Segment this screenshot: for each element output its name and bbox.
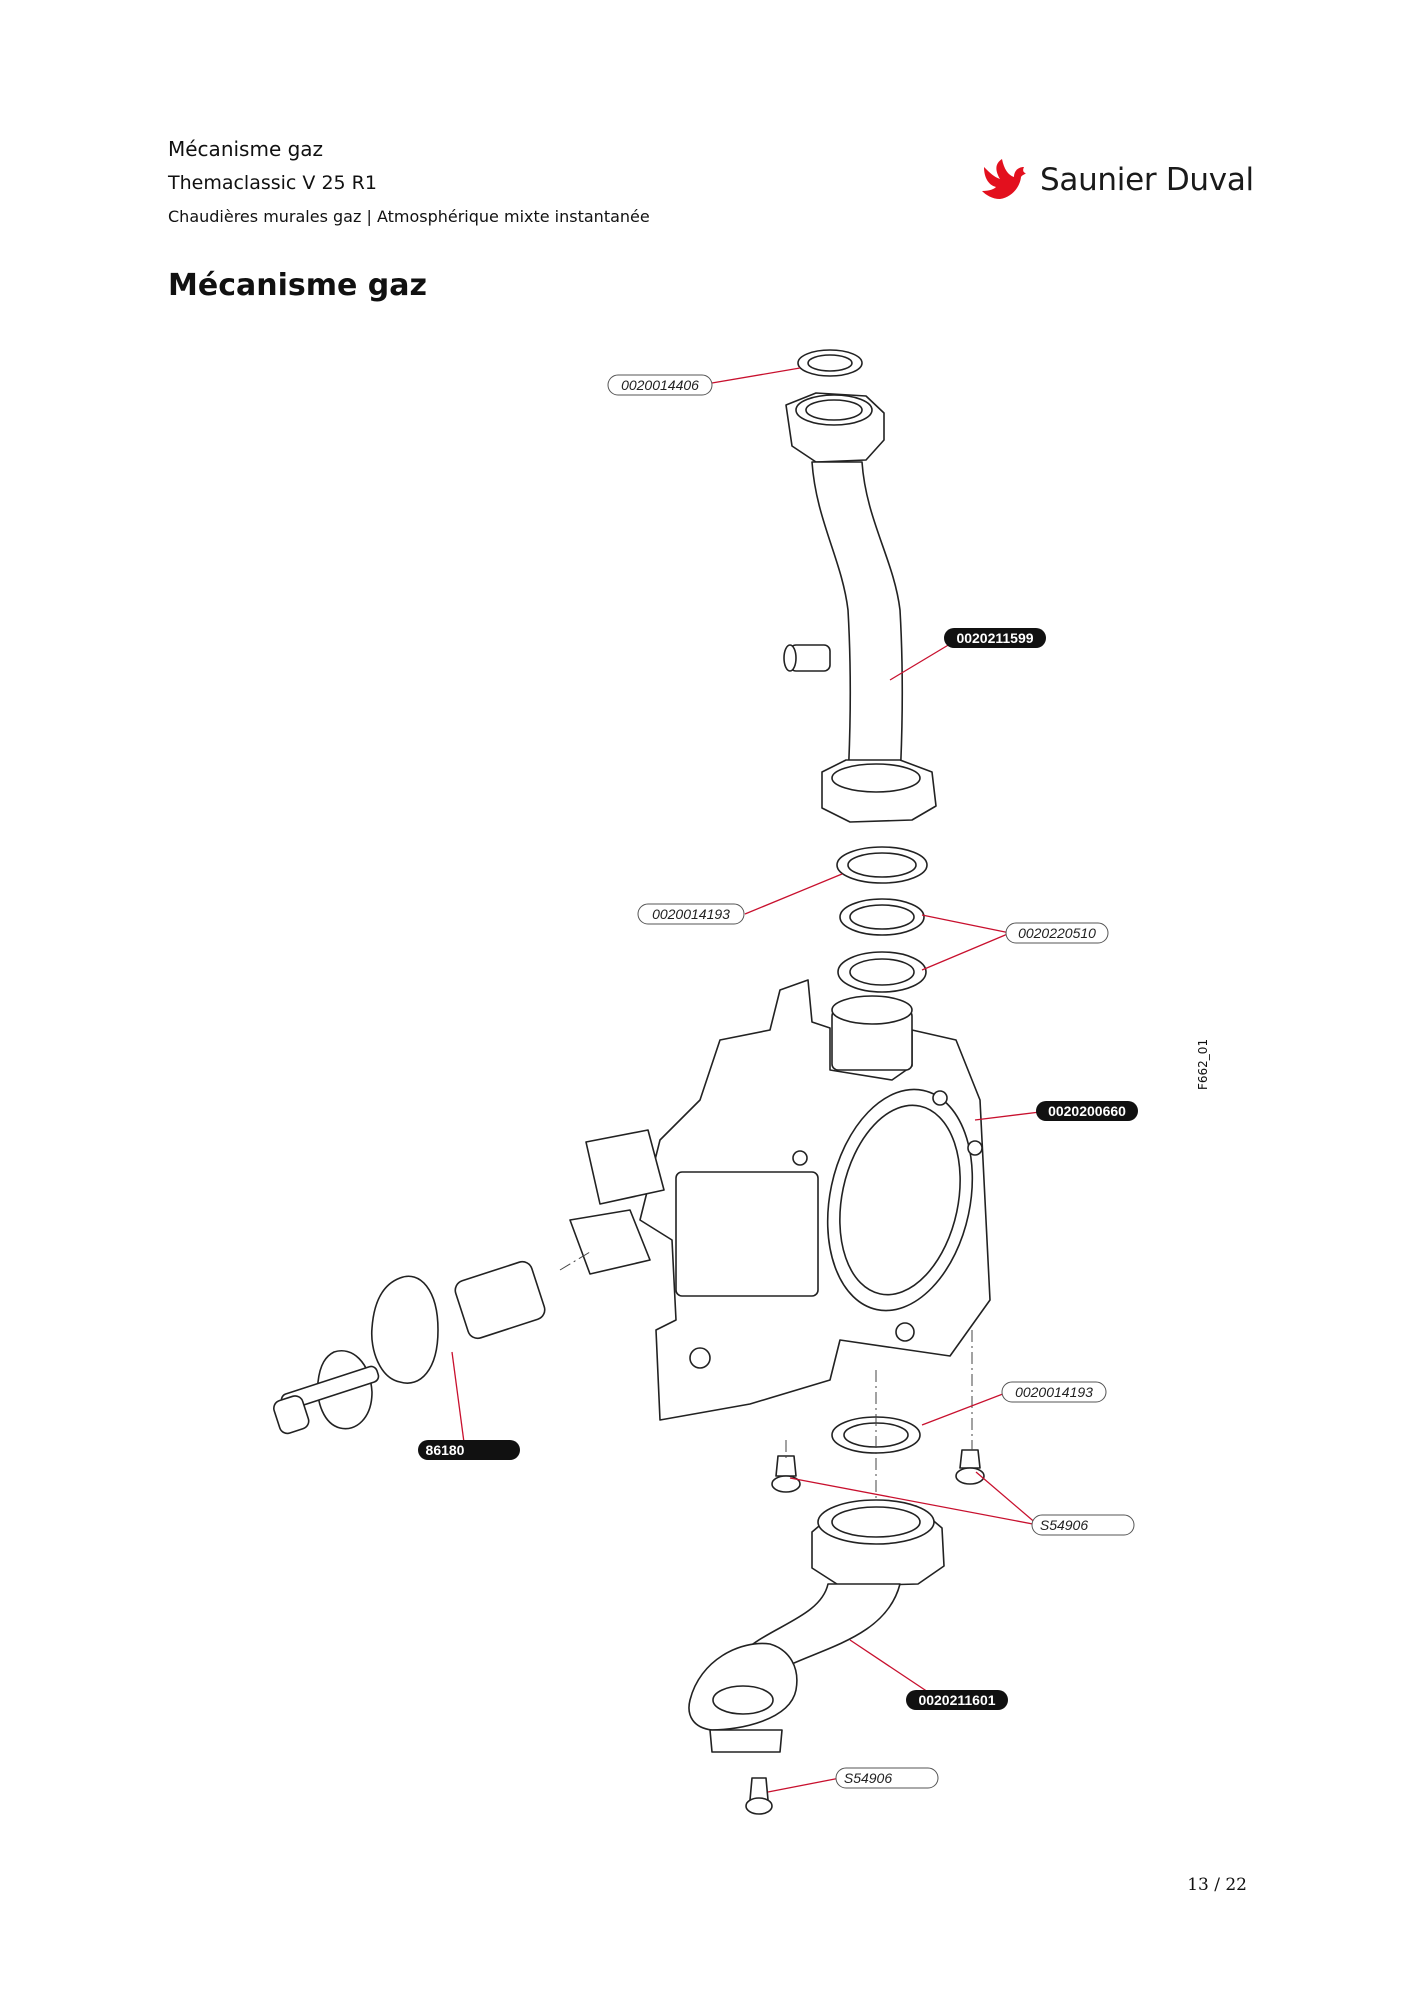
part-label-text: 0020211599 xyxy=(956,630,1033,646)
header-category: Chaudières murales gaz | Atmosphérique m… xyxy=(168,207,650,226)
part-label-text: 0020220510 xyxy=(1018,925,1096,941)
part-label: S54906 xyxy=(1031,1514,1135,1536)
part-label: 0020014193 xyxy=(1001,1381,1107,1403)
page-title: Mécanisme gaz xyxy=(168,268,427,303)
part-label-text: 86180 xyxy=(426,1442,465,1458)
part-label-text: 0020014193 xyxy=(652,906,730,922)
brand-logo: Saunier Duval xyxy=(980,155,1254,205)
part-label: 0020014406 xyxy=(607,374,713,396)
part-label-text: S54906 xyxy=(844,1770,892,1786)
part-label-text: S54906 xyxy=(1040,1517,1088,1533)
brand-name: Saunier Duval xyxy=(1040,162,1254,198)
part-label: 0020211601 xyxy=(906,1690,1008,1710)
part-label: 86180 xyxy=(418,1440,520,1460)
part-label: S54906 xyxy=(835,1767,939,1789)
part-label-text: 0020200660 xyxy=(1048,1103,1126,1119)
part-label-text: 0020014406 xyxy=(621,377,699,393)
page-number: 13 / 22 xyxy=(1187,1875,1247,1895)
part-label-text: 0020014193 xyxy=(1015,1384,1093,1400)
header-section: Mécanisme gaz xyxy=(168,137,324,161)
part-label-text: 0020211601 xyxy=(918,1692,995,1708)
part-label: 0020014193 xyxy=(637,903,745,925)
header-model: Themaclassic V 25 R1 xyxy=(168,172,377,194)
figure-id: F662_01 xyxy=(1196,1038,1210,1090)
bird-logo-icon xyxy=(982,159,1026,199)
part-label: 0020211599 xyxy=(944,628,1046,648)
part-label: 0020220510 xyxy=(1005,922,1109,944)
part-label: 0020200660 xyxy=(1036,1101,1138,1121)
